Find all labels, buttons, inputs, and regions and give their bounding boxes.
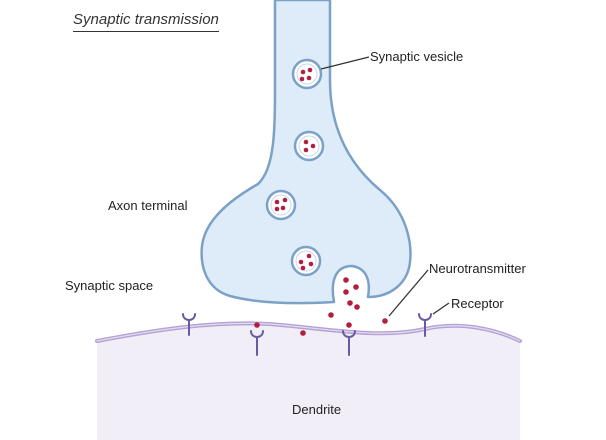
vesicle-leader-line	[320, 56, 370, 70]
neurotransmitter-dot	[343, 277, 349, 283]
diagram-title: Synaptic transmission	[73, 10, 219, 32]
neurotransmitter-dot	[282, 197, 288, 203]
neurotransmitter-dot	[353, 284, 359, 290]
dendrite-label: Dendrite	[292, 402, 342, 417]
postsynaptic-membrane-inner	[96, 322, 521, 342]
neurotransmitter-dot	[299, 76, 305, 82]
neurotransmitter-dot	[298, 259, 304, 265]
neurotransmitter-dot	[280, 205, 286, 211]
neurotransmitter-dot	[354, 304, 360, 310]
neurotransmitter-dot	[382, 318, 388, 324]
synaptic-vesicle	[291, 58, 323, 90]
receptor	[250, 330, 264, 356]
neurotransmitter-dot	[307, 67, 313, 73]
neurotransmitter-dot	[306, 253, 312, 259]
axon-terminal-label: Axon terminal	[108, 198, 188, 213]
neurotransmitter-dot	[310, 143, 316, 149]
receptor	[182, 313, 196, 336]
neurotransmitter-dot	[303, 139, 309, 145]
receptor	[342, 330, 356, 356]
dendrite-body	[97, 324, 520, 440]
neurotransmitter-dot	[254, 322, 260, 328]
neurotransmitter-dot	[274, 199, 280, 205]
neurotransmitter-dot	[346, 322, 352, 328]
neurotransmitter-dot	[274, 206, 280, 212]
synaptic-space-label: Synaptic space	[65, 278, 154, 293]
neurotransmitter-dot	[303, 147, 309, 153]
neurotransmitter-dot	[306, 75, 312, 81]
neurotransmitter-dot	[300, 69, 306, 75]
neurotransmitter-dot	[308, 261, 314, 267]
neurotransmitter-leader-line	[388, 269, 429, 317]
synaptic-vesicle	[265, 189, 297, 221]
neurotransmitter-dot	[343, 289, 349, 295]
neurotransmitter-dot	[300, 330, 306, 336]
receptor	[418, 313, 432, 337]
neurotransmitter-dot	[328, 312, 334, 318]
synaptic-vesicle	[293, 130, 325, 162]
receptor-leader-line	[432, 302, 450, 315]
receptor-label: Receptor	[451, 296, 504, 311]
synaptic-vesicle	[290, 245, 322, 277]
released-neurotransmitters	[254, 277, 388, 336]
neurotransmitter-dot	[300, 265, 306, 271]
neurotransmitter-dot	[347, 300, 353, 306]
neurotransmitter-label: Neurotransmitter	[429, 261, 526, 276]
synaptic-vesicle-label: Synaptic vesicle	[370, 49, 464, 64]
